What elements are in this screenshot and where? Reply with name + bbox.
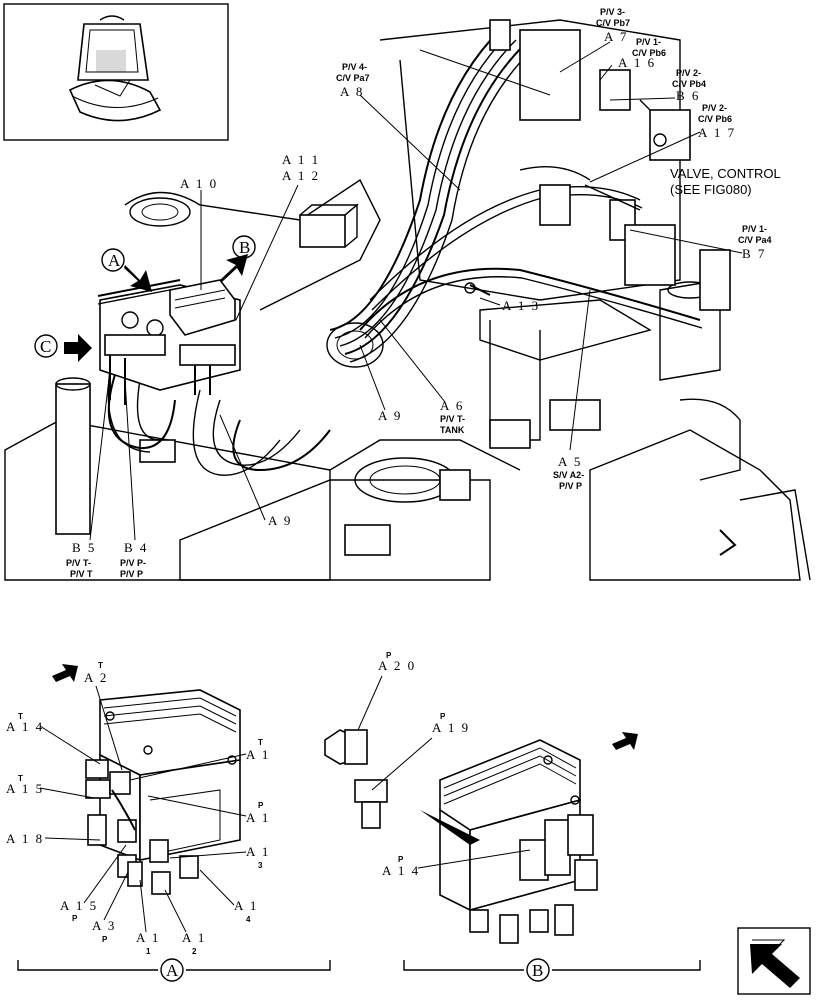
- marker-b-label: B: [239, 238, 250, 257]
- detail-a-a15: A 1 5: [6, 781, 44, 796]
- callout-a8-note: P/V 4-: [342, 62, 367, 72]
- callout-a7-note2: C/V Pb7: [596, 18, 630, 28]
- callout-a5-note2: P/V P: [559, 481, 582, 491]
- callout-b5: B 5: [72, 540, 96, 555]
- callout-a12: A 1 2: [282, 168, 320, 183]
- callout-a13: A 1 3: [502, 298, 540, 313]
- callout-b5-note: P/V T-: [66, 558, 91, 568]
- callout-a6: A 6: [440, 398, 464, 413]
- detail-a-a2: A 2: [84, 670, 108, 685]
- callout-a8-note2: C/V Pa7: [336, 73, 370, 83]
- callout-a5-note: S/V A2-: [553, 470, 584, 480]
- upper-frame: [4, 19, 811, 581]
- detail-a-a14b: A 1: [234, 898, 258, 913]
- detail-b-a19-sup: P: [440, 712, 446, 721]
- callout-a16: A 1 6: [618, 55, 656, 70]
- detail-a-a14b-sub: 4: [246, 915, 251, 924]
- detail-a-a1p-sup: P: [258, 801, 264, 810]
- detail-b-drawing: [324, 729, 638, 944]
- detail-a-a15p: A 1 5: [60, 898, 98, 913]
- detail-a-a3: A 3: [92, 918, 116, 933]
- pilot-valve-main: [97, 279, 241, 405]
- callout-b7-note: P/V 1-: [742, 224, 767, 234]
- detail-a-bracket: A: [17, 958, 331, 982]
- callout-a16-note2: C/V Pb6: [632, 48, 666, 58]
- detail-b-bracket: B: [403, 958, 701, 982]
- callout-a17-note: P/V 2-: [702, 103, 727, 113]
- detail-a-a3-sub: P: [102, 935, 108, 944]
- callout-a10: A 1 0: [180, 176, 218, 191]
- callout-a5: A 5: [558, 454, 582, 469]
- view-arrows: [64, 254, 248, 362]
- navigation-arrow-icon[interactable]: [737, 927, 811, 995]
- marker-c-label: C: [40, 337, 51, 356]
- callout-a8: A 8: [340, 84, 364, 99]
- detail-a-leaders: [39, 685, 247, 933]
- valve-control-title: VALVE, CONTROL: [670, 166, 781, 181]
- callout-b4-note: P/V P-: [120, 558, 146, 568]
- detail-a-a15-sup: T: [18, 774, 23, 783]
- callout-a9-upper: A 9: [378, 408, 402, 423]
- callout-a7-note: P/V 3-: [600, 7, 625, 17]
- marker-b: B: [232, 235, 256, 259]
- callout-a17-note2: C/V Pb6: [698, 114, 732, 124]
- detail-a-label: A: [166, 961, 179, 980]
- detail-a-a1t-sup: T: [258, 738, 263, 747]
- control-valve-fittings: [464, 19, 731, 311]
- detail-a-a11: A 1: [136, 930, 160, 945]
- callout-b4: B 4: [124, 540, 148, 555]
- detail-a-a12-sub: 2: [192, 947, 197, 956]
- callout-b7: B 7: [742, 246, 766, 261]
- callout-a17: A 1 7: [698, 125, 736, 140]
- detail-b-a14: A 1 4: [382, 863, 420, 878]
- detail-b-a14-sup: P: [398, 855, 404, 864]
- detail-a-a15p-sub: P: [72, 914, 78, 923]
- detail-a-a13: A 1: [246, 844, 270, 859]
- detail-a-a1p: A 1: [246, 810, 270, 825]
- leader-lines: [89, 41, 743, 541]
- detail-a-a14-sup: T: [18, 712, 23, 721]
- callout-a9-lower: A 9: [268, 513, 292, 528]
- detail-a-drawing: [52, 664, 241, 895]
- detail-b-label: B: [532, 961, 543, 980]
- callout-b6: B 6: [676, 88, 700, 103]
- pillar: [55, 377, 91, 535]
- marker-a: A: [101, 248, 125, 272]
- callout-b6-note2: C/V Pb4: [672, 79, 706, 89]
- callout-b5-note2: P/V T: [70, 569, 93, 579]
- machine-thumbnail: [3, 3, 229, 141]
- detail-a-a11-sub: 1: [146, 947, 151, 956]
- detail-b-a20-sup: P: [386, 651, 392, 660]
- detail-a-a1t: A 1: [246, 747, 270, 762]
- detail-a-a12: A 1: [182, 930, 206, 945]
- detail-b-a19: A 1 9: [432, 720, 470, 735]
- detail-a-a18: A 1 8: [6, 831, 44, 846]
- detail-a-a2-sup: T: [98, 661, 103, 670]
- callout-a11: A 1 1: [282, 152, 320, 167]
- callout-a6-note: P/V T-: [440, 414, 465, 424]
- callout-b7-note2: C/V Pa4: [738, 235, 772, 245]
- callout-b6-note: P/V 2-: [676, 68, 701, 78]
- callout-a6-note2: TANK: [440, 425, 465, 435]
- marker-c: C: [34, 334, 58, 358]
- detail-b-a20: A 2 0: [378, 658, 416, 673]
- detail-b-leaders: [357, 675, 531, 869]
- callout-a7: A 7: [604, 29, 628, 44]
- callout-a16-note: P/V 1-: [636, 37, 661, 47]
- valve-control-ref: (SEE FIG080): [670, 182, 752, 197]
- marker-a-label: A: [108, 251, 121, 270]
- detail-a-a13-sub: 3: [258, 861, 263, 870]
- callout-b4-note2: P/V P: [120, 569, 143, 579]
- detail-a-a14: A 1 4: [6, 719, 44, 734]
